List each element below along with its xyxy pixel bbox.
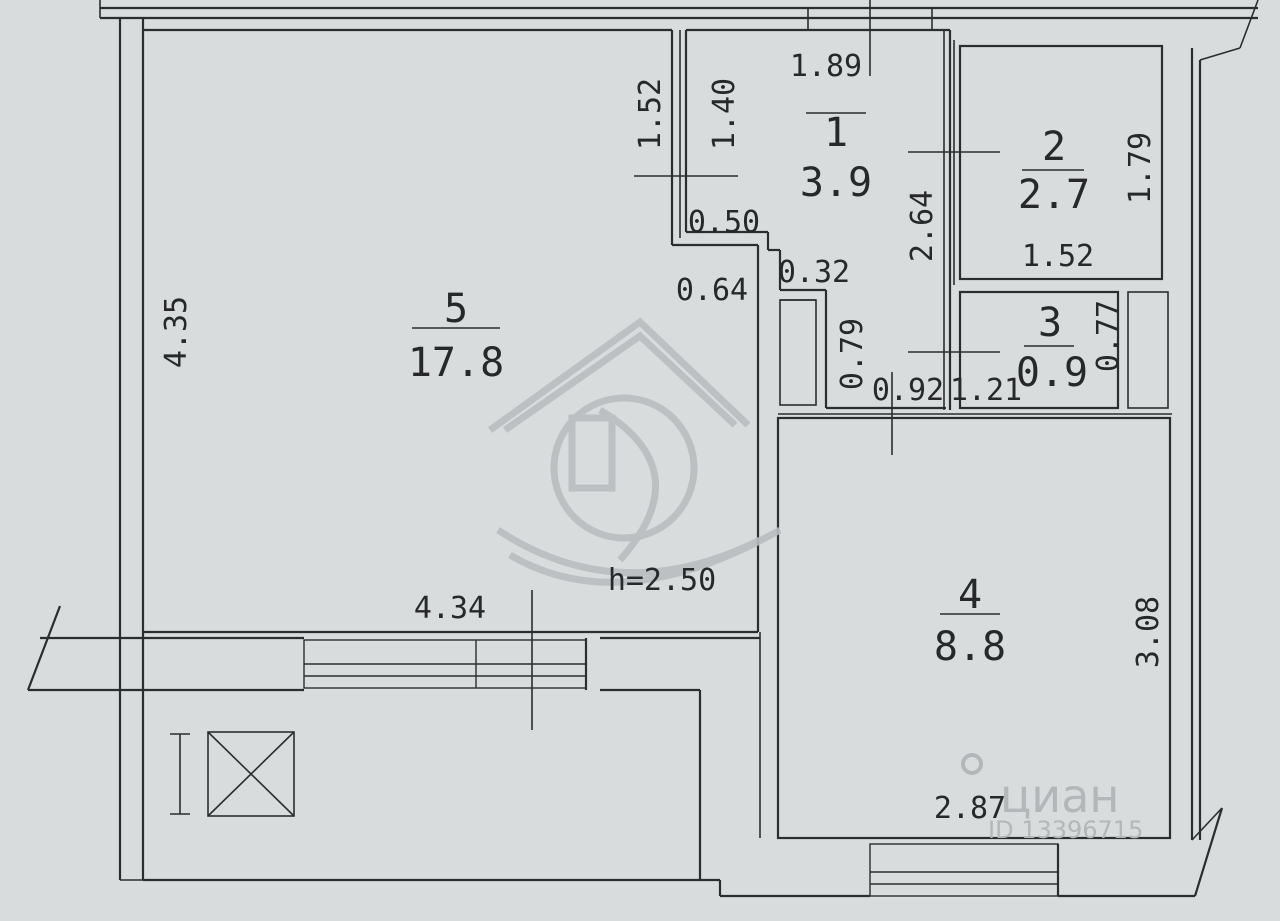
dim-0-77-vertical: 0.77 bbox=[1091, 300, 1126, 372]
room-1-area: 3.9 bbox=[800, 160, 872, 206]
left-wall bbox=[118, 18, 145, 881]
shaft-box bbox=[170, 731, 295, 817]
dim-0-50: 0.50 bbox=[688, 205, 760, 240]
watermark-logo bbox=[487, 317, 782, 586]
room-2-outline bbox=[953, 40, 1164, 285]
dim-1-52-room2: 1.52 bbox=[1022, 239, 1094, 274]
brand-watermark-text: циан bbox=[1000, 769, 1119, 823]
room-2-number: 2 bbox=[1042, 124, 1066, 170]
listing-id-watermark: ID 13396715 bbox=[988, 816, 1143, 844]
balcony-area bbox=[26, 605, 1224, 898]
ceiling-height: h=2.50 bbox=[608, 563, 716, 598]
dim-0-79-vertical: 0.79 bbox=[835, 318, 870, 390]
dimension-labels: 1.89 1.52 1.40 1.79 1.52 2.64 0.50 0.32 … bbox=[159, 49, 1166, 826]
room-1-outline bbox=[684, 28, 952, 410]
room-labels: 1 3.9 2 2.7 3 0.9 4 8.8 5 17.8 bbox=[408, 110, 1090, 670]
room-3-area: 0.9 bbox=[1016, 350, 1088, 396]
dim-1-89: 1.89 bbox=[790, 49, 862, 84]
dim-0-92: 0.92 bbox=[872, 373, 944, 408]
room-3-outline bbox=[958, 290, 1169, 410]
dim-0-64: 0.64 bbox=[676, 273, 748, 308]
dim-2-87: 2.87 bbox=[934, 791, 1006, 826]
room-5-number: 5 bbox=[444, 286, 468, 332]
room-1-number: 1 bbox=[824, 110, 848, 156]
dim-1-40-vertical: 1.40 bbox=[707, 78, 742, 150]
dim-1-79-vertical: 1.79 bbox=[1123, 132, 1158, 204]
room-4-outline bbox=[776, 413, 1172, 840]
room-5-outline bbox=[143, 28, 760, 634]
room-5-area: 17.8 bbox=[408, 340, 504, 386]
room-4-area: 8.8 bbox=[934, 624, 1006, 670]
dim-4-34: 4.34 bbox=[414, 591, 486, 626]
dimension-ticks bbox=[412, 0, 1084, 730]
top-wall bbox=[99, 0, 1259, 49]
dim-1-21: 1.21 bbox=[950, 373, 1022, 408]
brand-watermark: циан ID 13396715 bbox=[961, 753, 1143, 844]
room-3-number: 3 bbox=[1038, 300, 1062, 346]
dim-2-64-vertical: 2.64 bbox=[905, 190, 940, 262]
dim-0-32: 0.32 bbox=[778, 255, 850, 290]
dim-3-08-vertical: 3.08 bbox=[1131, 596, 1166, 668]
room-2-area: 2.7 bbox=[1018, 172, 1090, 218]
location-pin-icon bbox=[961, 753, 983, 775]
right-wall bbox=[1190, 47, 1241, 841]
dim-4-35-vertical: 4.35 bbox=[159, 296, 194, 368]
dim-1-52-vertical: 1.52 bbox=[633, 78, 668, 150]
room-4-number: 4 bbox=[958, 572, 982, 618]
